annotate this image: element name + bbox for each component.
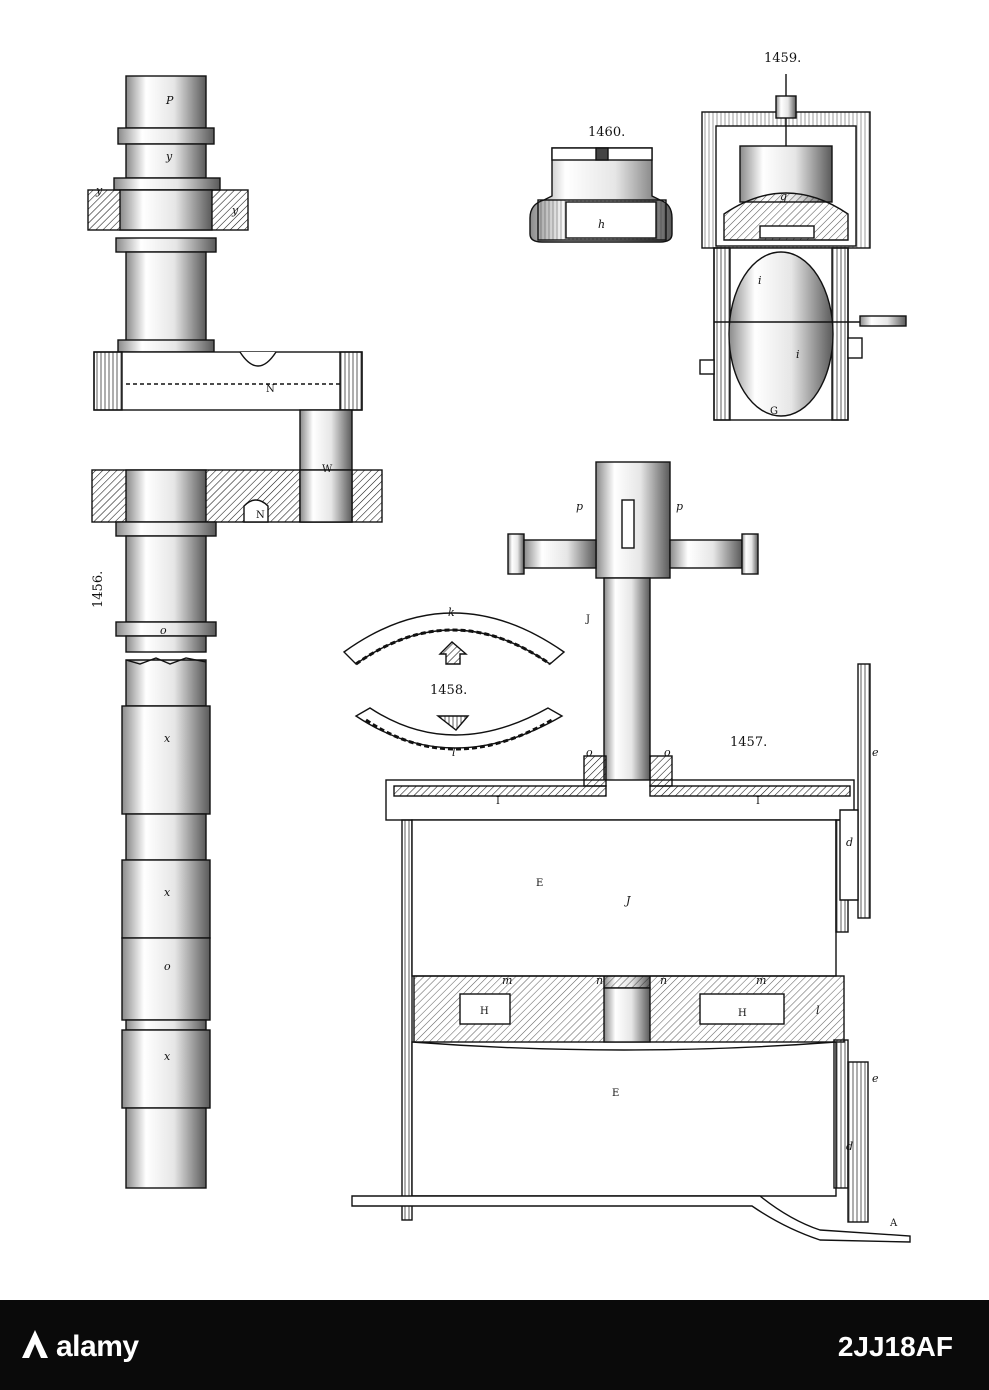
label-m1: m bbox=[502, 974, 512, 987]
figure-1459-valve-box bbox=[699, 74, 907, 421]
engraving-plate: 1456. P y y y N W N o x x o x 1460. h bbox=[87, 51, 911, 1243]
figure-1459-number: 1459. bbox=[764, 51, 801, 66]
label-e2: e bbox=[872, 1072, 879, 1085]
label-y3: y bbox=[231, 204, 239, 217]
label-g: g bbox=[780, 190, 787, 203]
label-J1: J bbox=[585, 614, 590, 625]
label-i2: i bbox=[796, 348, 800, 361]
label-i1: i bbox=[758, 274, 762, 287]
label-n1: n bbox=[596, 974, 603, 987]
label-H2: H bbox=[738, 1008, 747, 1019]
label-J2: J bbox=[624, 894, 631, 907]
label-k: k bbox=[448, 606, 455, 619]
brand-name: alamy bbox=[56, 1330, 139, 1363]
figure-1457-cylinder bbox=[351, 461, 911, 1243]
label-E2: E bbox=[612, 1088, 619, 1099]
figure-1456-number: 1456. bbox=[91, 571, 106, 608]
label-y1: y bbox=[165, 150, 173, 163]
label-P: P bbox=[165, 94, 174, 107]
label-W: W bbox=[322, 464, 333, 475]
label-h: h bbox=[598, 218, 605, 231]
watermark-footer: alamy 2JJ18AF bbox=[0, 1300, 989, 1390]
figure-1457-number: 1457. bbox=[730, 735, 767, 750]
label-I1: I bbox=[496, 796, 500, 807]
figure-1457-labels: 1457. p p J J o o I I E E e e d d m m n … bbox=[480, 500, 898, 1229]
label-p1: p bbox=[576, 500, 583, 513]
label-p2: p bbox=[676, 500, 683, 513]
label-N2: N bbox=[256, 510, 265, 521]
figure-1460-ring bbox=[529, 147, 673, 243]
stock-image-id: 2JJ18AF bbox=[837, 1331, 953, 1362]
label-d1: d bbox=[846, 836, 853, 849]
alamy-logo-icon bbox=[22, 1330, 48, 1358]
label-e1: e bbox=[872, 746, 879, 759]
label-A: A bbox=[889, 1218, 898, 1229]
label-N1: N bbox=[266, 384, 275, 395]
figure-1458-segments bbox=[342, 612, 566, 751]
label-l-1458: l bbox=[452, 746, 456, 759]
label-o1: o bbox=[586, 746, 593, 759]
engraving-svg: 1456. P y y y N W N o x x o x 1460. h bbox=[87, 51, 911, 1243]
label-o: o bbox=[160, 624, 167, 637]
figure-1458-number: 1458. bbox=[430, 683, 467, 698]
label-x3: x bbox=[164, 1050, 171, 1063]
label-n2: n bbox=[660, 974, 667, 987]
label-m2: m bbox=[756, 974, 766, 987]
figure-1460-number: 1460. bbox=[588, 125, 625, 140]
label-x2: x bbox=[164, 886, 171, 899]
label-o2-1457: o bbox=[664, 746, 671, 759]
figure-1456-crankshaft bbox=[87, 75, 383, 1189]
label-G: G bbox=[770, 406, 778, 417]
figure-1456-labels: 1456. P y y y N W N o x x o x bbox=[91, 94, 333, 1063]
label-x1: x bbox=[164, 732, 171, 745]
label-y2: y bbox=[95, 184, 103, 197]
label-H1: H bbox=[480, 1006, 489, 1017]
label-l-1457: l bbox=[816, 1004, 820, 1017]
label-o2: o bbox=[164, 960, 171, 973]
label-E1: E bbox=[536, 878, 543, 889]
label-I2: I bbox=[756, 796, 760, 807]
label-d2: d bbox=[846, 1140, 853, 1153]
